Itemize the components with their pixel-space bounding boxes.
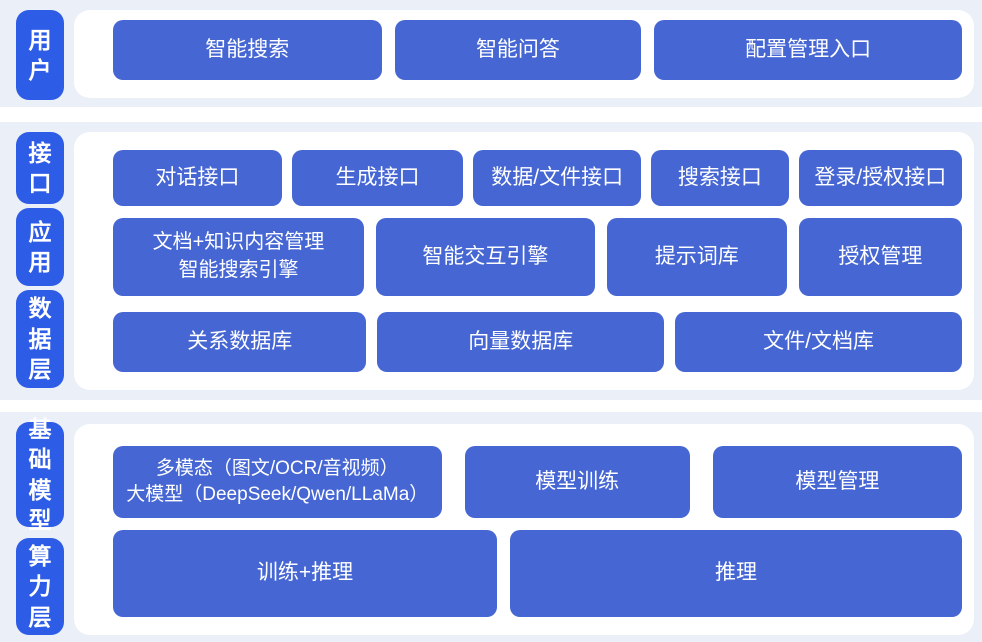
multimodal-llm-block: 多模态（图文/OCR/音视频） 大模型（DeepSeek/Qwen/LLaMa） [113, 446, 442, 518]
config-management-entry-block: 配置管理入口 [654, 20, 962, 80]
authorization-management-block: 授权管理 [798, 218, 962, 296]
layer-label-data: 数据层 [16, 290, 64, 388]
inference-block: 推理 [510, 530, 962, 617]
layer-label-compute-text: 算力层 [28, 542, 52, 630]
layer-label-foundation-model: 基础模型 [16, 416, 64, 533]
generation-api-block: 生成接口 [291, 150, 464, 206]
model-training-block: 模型训练 [464, 446, 690, 518]
layer-label-interface-text: 接口 [28, 139, 52, 196]
login-auth-api-block: 登录/授权接口 [798, 150, 962, 206]
smart-qa-block: 智能问答 [394, 20, 642, 80]
foundation-model-row: 多模态（图文/OCR/音视频） 大模型（DeepSeek/Qwen/LLaMa）… [113, 446, 962, 518]
interface-layer-row: 对话接口 生成接口 数据/文件接口 搜索接口 登录/授权接口 [113, 150, 962, 206]
dialog-api-block: 对话接口 [113, 150, 282, 206]
smart-interaction-engine-block: 智能交互引擎 [375, 218, 595, 296]
compute-layer-row: 训练+推理 推理 [113, 530, 962, 617]
layer-label-compute: 算力层 [16, 538, 64, 635]
training-inference-block: 训练+推理 [113, 530, 498, 617]
user-layer-row: 智能搜索 智能问答 配置管理入口 [113, 20, 962, 80]
data-layer-row: 关系数据库 向量数据库 文件/文档库 [113, 312, 962, 372]
application-layer-row: 文档+知识内容管理 智能搜索引擎 智能交互引擎 提示词库 授权管理 [113, 218, 962, 296]
layer-label-user: 用户 [16, 10, 64, 100]
foundation-model-compute-card: 多模态（图文/OCR/音视频） 大模型（DeepSeek/Qwen/LLaMa）… [74, 424, 974, 635]
layer-label-application-text: 应用 [28, 218, 52, 275]
layer-label-data-text: 数据层 [28, 295, 52, 383]
prompt-library-block: 提示词库 [606, 218, 787, 296]
model-management-block: 模型管理 [712, 446, 962, 518]
user-layer-card: 智能搜索 智能问答 配置管理入口 [74, 10, 974, 98]
smart-search-block: 智能搜索 [113, 20, 382, 80]
data-file-api-block: 数据/文件接口 [473, 150, 642, 206]
interface-application-data-card: 对话接口 生成接口 数据/文件接口 搜索接口 登录/授权接口 文档+知识内容管理… [74, 132, 974, 390]
layer-label-application: 应用 [16, 208, 64, 286]
doc-knowledge-management-search-engine-block: 文档+知识内容管理 智能搜索引擎 [113, 218, 364, 296]
search-api-block: 搜索接口 [651, 150, 789, 206]
file-document-store-block: 文件/文档库 [675, 312, 962, 372]
layer-label-interface: 接口 [16, 132, 64, 204]
vector-database-block: 向量数据库 [377, 312, 665, 372]
layer-label-user-text: 用户 [28, 26, 52, 83]
layer-label-foundation-model-text: 基础模型 [28, 415, 52, 533]
relational-database-block: 关系数据库 [113, 312, 367, 372]
